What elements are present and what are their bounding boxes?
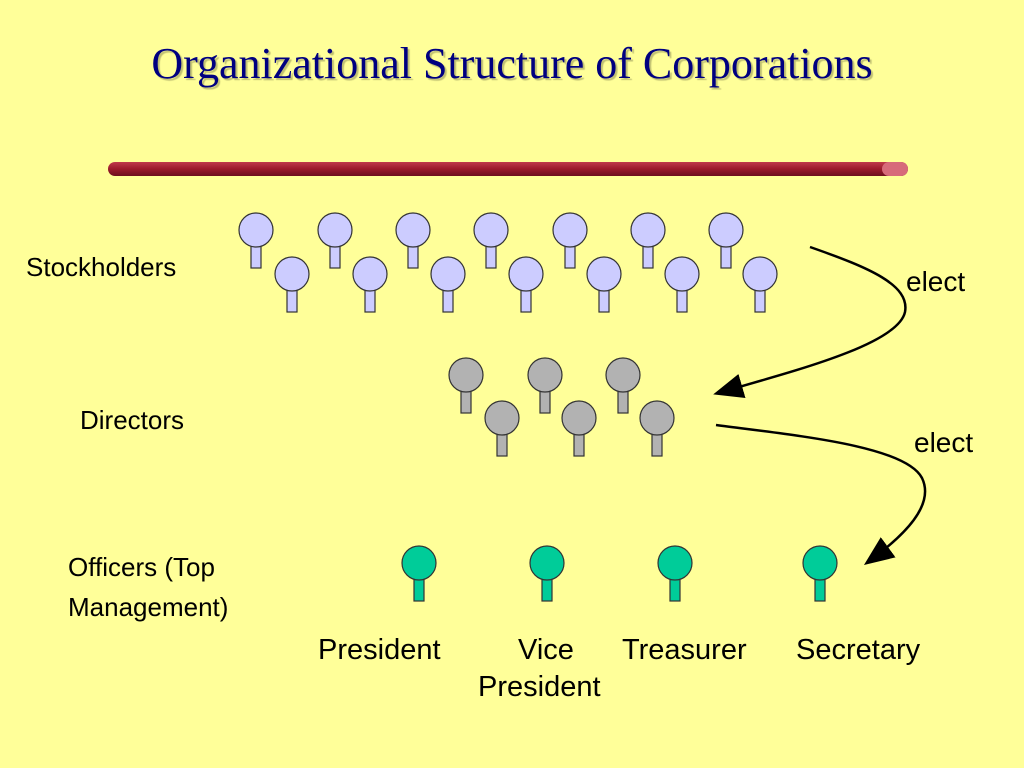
officer-icon — [529, 545, 565, 602]
officer-icon — [657, 545, 693, 602]
director-icon — [561, 400, 597, 457]
stockholder-icon — [473, 212, 509, 269]
elect-label-bottom: elect — [914, 427, 974, 458]
stockholders-label: Stockholders — [26, 252, 177, 282]
stockholder-icon — [508, 256, 544, 313]
title-divider — [108, 162, 908, 176]
officers-label-line1: Officers (Top — [68, 552, 215, 582]
directors-label: Directors — [80, 405, 185, 435]
director-icon — [527, 357, 563, 414]
stockholder-icon — [742, 256, 778, 313]
stockholder-icon — [708, 212, 744, 269]
elect-arrow-bottom — [715, 423, 927, 565]
director-icon — [484, 400, 520, 457]
divider-cap — [882, 162, 908, 176]
role-vice-president-line1: Vice — [518, 634, 574, 666]
director-icon — [639, 400, 675, 457]
stockholder-icon — [274, 256, 310, 313]
officer-icon — [802, 545, 838, 602]
role-secretary: Secretary — [796, 634, 921, 666]
stockholder-icon — [664, 256, 700, 313]
director-icon — [448, 357, 484, 414]
role-treasurer: Treasurer — [622, 634, 747, 666]
elect-label-top: elect — [906, 266, 966, 297]
officers-label-line2: Management) — [68, 592, 229, 622]
stockholder-icon — [630, 212, 666, 269]
stockholder-icon — [317, 212, 353, 269]
officer-icon — [401, 545, 437, 602]
stockholder-icon — [352, 256, 388, 313]
elect-arrow-top — [713, 245, 907, 399]
stockholder-icon — [238, 212, 274, 269]
role-vice-president-line2: President — [478, 671, 601, 703]
stockholder-icon — [586, 256, 622, 313]
slide-title: Organizational Structure of Corporations — [151, 39, 873, 88]
stockholder-icon — [395, 212, 431, 269]
role-president: President — [318, 634, 441, 666]
stockholder-icon — [430, 256, 466, 313]
stockholder-icon — [552, 212, 588, 269]
director-icon — [605, 357, 641, 414]
